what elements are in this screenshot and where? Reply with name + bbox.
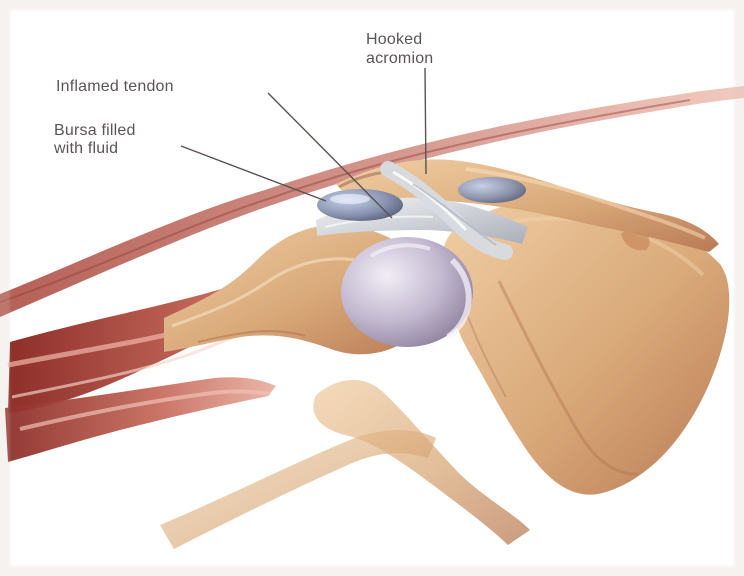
hooked-acromion-label: Hooked acromion <box>366 30 433 68</box>
hooked-acromion-label-line-1: Hooked <box>366 30 433 49</box>
humeral-head-cartilage <box>341 237 473 347</box>
inflamed-tendon-label: Inflamed tendon <box>56 78 174 96</box>
hooked-acromion-label-line-2: acromion <box>366 49 433 68</box>
bursa-label-line-2: with fluid <box>54 140 136 158</box>
bursa-filled-with-fluid-label: Bursa filled with fluid <box>54 122 136 158</box>
bursa-label-line-1: Bursa filled <box>54 122 136 140</box>
inflamed-tendon-label-text: Inflamed tendon <box>56 78 174 95</box>
hooked-acromion-leader-line <box>425 68 426 174</box>
